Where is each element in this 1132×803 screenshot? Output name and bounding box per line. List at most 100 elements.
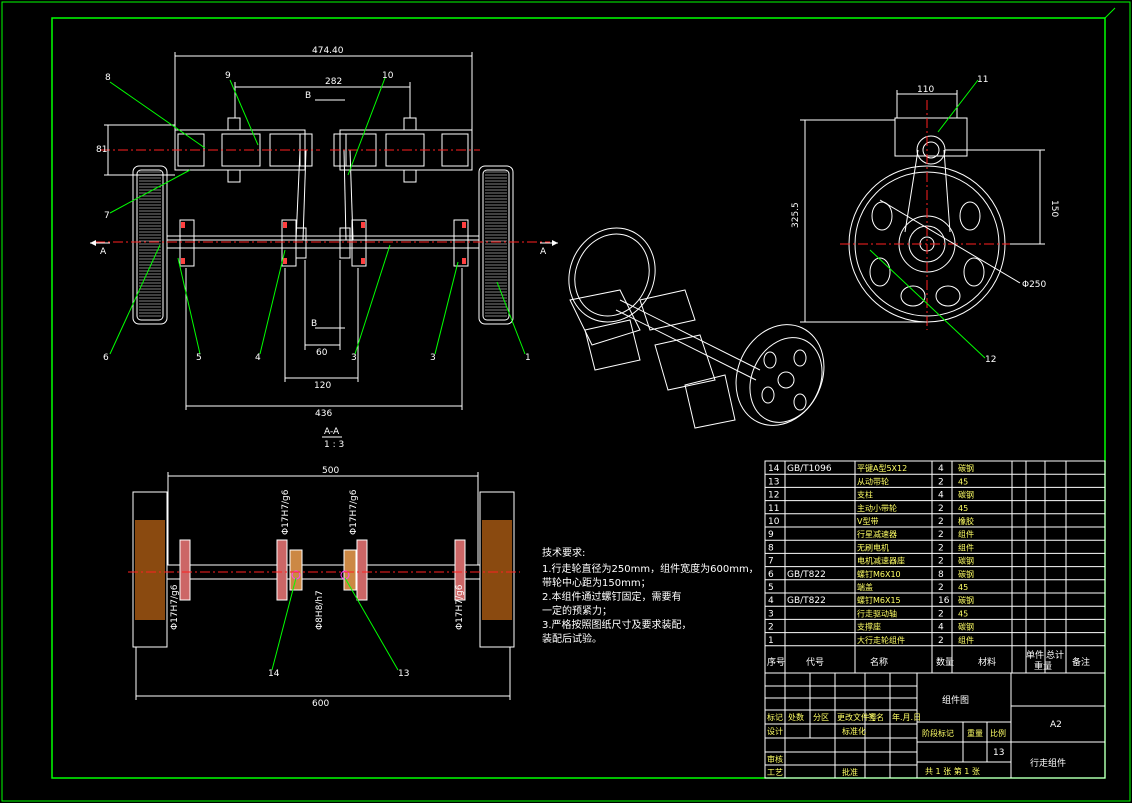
bom-cell-name: 端盖 [857, 582, 873, 592]
tech-title: 技术要求: [542, 546, 585, 559]
tb-sheets: 共 1 张 第 1 张 [925, 766, 980, 776]
tech-line-2: 带轮中心距为150mm； [542, 576, 651, 589]
side-view: 110 325.5 150 Φ250 11 12 [791, 75, 1059, 365]
tb-scale-value: 13 [993, 748, 1004, 758]
bom-h-remark: 备注 [1072, 656, 1090, 668]
bom-h-unit: 单件 [1026, 649, 1044, 661]
bom-cell-material: 碳钢 [958, 463, 974, 473]
bom-cell-material: 45 [958, 609, 968, 618]
dim-436: 436 [315, 409, 332, 419]
bom-cell-no: 6 [768, 570, 774, 580]
bom-cell-name: 支撑座 [857, 622, 881, 632]
fit-3: Φ17H7/g6 [349, 489, 359, 535]
callout-12: 12 [985, 355, 996, 365]
bom-cell-name: 螺钉M6X15 [857, 595, 901, 605]
bom-cell-no: 3 [768, 609, 774, 619]
bom-cell-name: 平键A型5X12 [857, 463, 907, 473]
left-wheel [132, 165, 168, 325]
tech-line-4: 一定的预紧力； [542, 604, 612, 617]
bom-cell-qty: 4 [938, 491, 944, 501]
bom-cell-no: 12 [768, 491, 779, 501]
tb-size: A2 [1050, 720, 1062, 730]
bom-cell-material: 组件 [958, 542, 974, 552]
tb-zone: 分区 [813, 713, 829, 722]
bom-cell-qty: 2 [938, 557, 944, 567]
dim-120: 120 [314, 381, 331, 391]
dim-600: 600 [312, 699, 329, 709]
bom-cell-qty: 2 [938, 583, 944, 593]
isometric-view [568, 227, 825, 429]
tech-line-5: 3.严格按照图纸尺寸及要求装配， [542, 618, 692, 631]
fit-center: Φ8H8/h7 [315, 590, 325, 630]
tb-count: 处数 [788, 712, 804, 722]
bom-cell-no: 10 [768, 517, 780, 527]
bom-cell-code: GB/T1096 [787, 464, 832, 474]
callout-10: 10 [382, 71, 394, 81]
callout-6: 6 [103, 353, 109, 363]
tb-doc: 更改文件号 [837, 712, 877, 722]
bom-cell-no: 11 [768, 504, 779, 514]
bom-cell-qty: 2 [938, 543, 944, 553]
callout-9: 9 [225, 71, 231, 81]
dim-60: 60 [316, 348, 328, 358]
bom-h-weight: 重量 [1034, 660, 1052, 672]
title-block: 标记 处数 分区 更改文件号 签名 年.月.日 设计 标准化 审核 工艺 批准 … [764, 672, 1106, 779]
bom-cell-qty: 2 [938, 636, 944, 646]
bom-cell-name: V型带 [857, 517, 878, 526]
section-scale: 1 : 3 [324, 440, 344, 450]
tb-sign: 签名 [868, 712, 884, 722]
bom-cell-no: 8 [768, 543, 774, 553]
bom-cell-code: GB/T822 [787, 570, 826, 580]
section-a-right: A [540, 247, 547, 257]
tb-design: 设计 [767, 726, 783, 736]
dim-phi250: Φ250 [1022, 280, 1047, 290]
callout-3b: 3 [430, 353, 436, 363]
dim-110: 110 [917, 85, 934, 95]
tech-line-1: 1.行走轮直径为250mm，组件宽度为600mm， [542, 562, 759, 575]
callout-1: 1 [525, 353, 531, 363]
bom-cell-no: 2 [768, 623, 774, 633]
fit-2: Φ17H7/g6 [281, 489, 291, 535]
callout-14: 14 [268, 669, 280, 679]
section-b-bottom: B [311, 319, 317, 329]
bom-cell-no: 14 [768, 464, 780, 474]
dim-282: 282 [325, 77, 342, 87]
bom-cell-name: 大行走轮组件 [857, 635, 905, 645]
tb-approve: 批准 [842, 767, 858, 777]
bom-cell-material: 45 [958, 583, 968, 592]
dim-500: 500 [322, 466, 339, 476]
callout-13: 13 [398, 669, 409, 679]
bom-cell-name: 螺钉M6X10 [857, 569, 901, 579]
bom-cell-qty: 2 [938, 504, 944, 514]
bom-cell-qty: 2 [938, 609, 944, 619]
section-a-left: A [100, 247, 107, 257]
bom-h-material: 材料 [978, 656, 996, 668]
bom-cell-no: 9 [768, 530, 774, 540]
tb-drawing-name: 组件图 [942, 694, 969, 706]
tb-stage: 阶段标记 [922, 728, 954, 738]
bom-cell-code: GB/T822 [787, 596, 826, 606]
dim-474: 474.40 [312, 46, 344, 56]
tb-mark: 标记 [767, 712, 783, 722]
inner-border [51, 17, 1106, 779]
callout-8: 8 [105, 73, 111, 83]
bom-cell-no: 5 [768, 583, 774, 593]
tb-date: 年.月.日 [892, 712, 921, 722]
section-b-top: B [305, 91, 311, 101]
bom-cell-qty: 16 [938, 596, 950, 606]
bom-cell-no: 7 [768, 557, 774, 567]
callout-5: 5 [196, 353, 202, 363]
tech-line-3: 2.本组件通过螺钉固定，需要有 [542, 590, 682, 603]
section-title: A-A [324, 427, 340, 437]
fit-1: Φ17H7/g6 [170, 584, 180, 630]
fit-4: Φ17H7/g6 [455, 584, 465, 630]
tb-standard: 标准化 [842, 726, 866, 736]
bom-cell-qty: 4 [938, 464, 944, 474]
bom-cell-material: 碳钢 [958, 556, 974, 566]
bom-cell-name: 从动带轮 [857, 476, 889, 486]
dim-325: 325.5 [791, 202, 801, 228]
bom-cell-name: 行星减速器 [857, 529, 897, 539]
bom-cell-material: 碳钢 [958, 595, 974, 605]
